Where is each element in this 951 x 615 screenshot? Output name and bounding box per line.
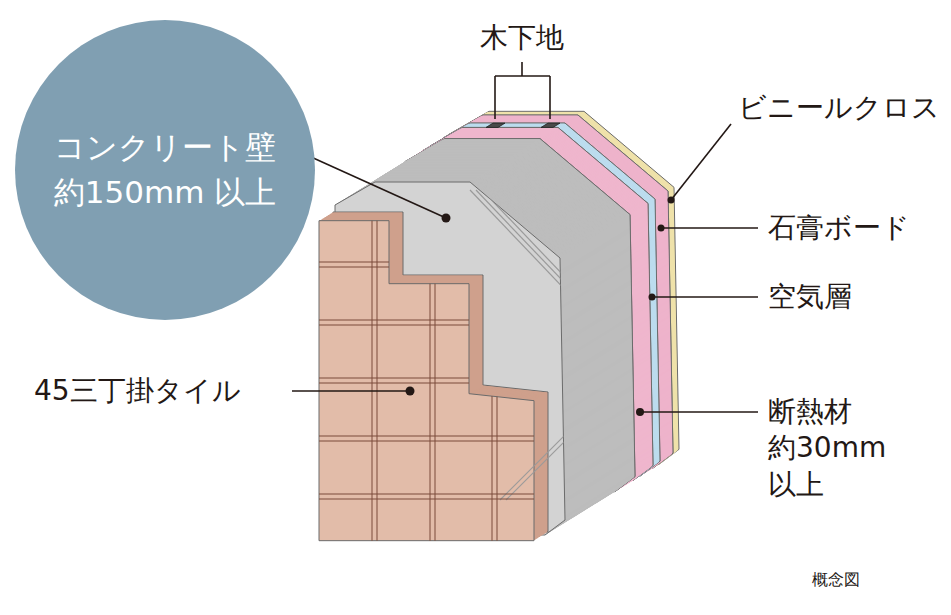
leader-line: [521, 62, 523, 76]
tile-joint: [300, 378, 600, 379]
tile-joint: [300, 262, 600, 263]
tile-joint: [300, 499, 600, 500]
leader-line: [671, 124, 731, 200]
wall-layers: [300, 111, 679, 560]
concrete-line: [470, 190, 575, 300]
leader-line: [661, 227, 758, 229]
layer-face: [319, 221, 534, 541]
leader-line: [549, 76, 551, 119]
leader-dot: [649, 294, 656, 301]
tile-joint: [430, 180, 431, 560]
spec-text: コンクリート壁 約150mm 以上: [40, 125, 290, 215]
part-label: ビニールクロス: [738, 90, 940, 126]
part-label: 45三丁掛タイル: [34, 373, 241, 409]
leader-line: [640, 411, 758, 413]
tile-joint: [300, 320, 600, 321]
tile-joint: [372, 180, 373, 560]
leader-dot: [636, 408, 644, 416]
part-label: 石膏ボード: [768, 210, 910, 246]
tile-joint: [300, 436, 600, 437]
tile-joint: [300, 494, 600, 495]
part-label: 空気層: [768, 279, 852, 315]
leader-dot: [668, 197, 675, 204]
tile-joint: [300, 325, 600, 326]
tile-joint: [497, 180, 498, 560]
tile-joint: [300, 267, 600, 268]
tile-joint: [300, 383, 600, 384]
leader-dot: [406, 387, 415, 396]
concrete-texture: [470, 190, 587, 500]
leader-line: [494, 76, 496, 119]
leader-dot: [442, 214, 451, 223]
leader-line: [300, 152, 446, 218]
tile-joint: [435, 180, 436, 560]
wood-batten: [541, 123, 560, 127]
tile-joint: [377, 180, 378, 560]
concrete-line: [482, 190, 587, 300]
wood-batten: [486, 123, 505, 127]
part-label: 断熱材 約30mm 以上: [768, 394, 898, 503]
layer-depth: [320, 220, 535, 540]
part-label: 木下地: [480, 20, 564, 56]
leader-dots: [406, 197, 675, 417]
leader-lines: [292, 62, 758, 412]
leader-dot: [658, 225, 665, 232]
spec-circle: コンクリート壁 約150mm 以上: [15, 20, 315, 320]
leader-line: [292, 390, 410, 392]
concrete-line: [476, 190, 581, 300]
tile-joint: [300, 441, 600, 442]
note-label: 概念図: [812, 570, 860, 591]
leader-line: [495, 75, 550, 77]
tile-joints: [300, 180, 600, 560]
tile-joint: [492, 180, 493, 560]
leader-line: [652, 296, 758, 298]
tile-layer: [319, 212, 548, 541]
